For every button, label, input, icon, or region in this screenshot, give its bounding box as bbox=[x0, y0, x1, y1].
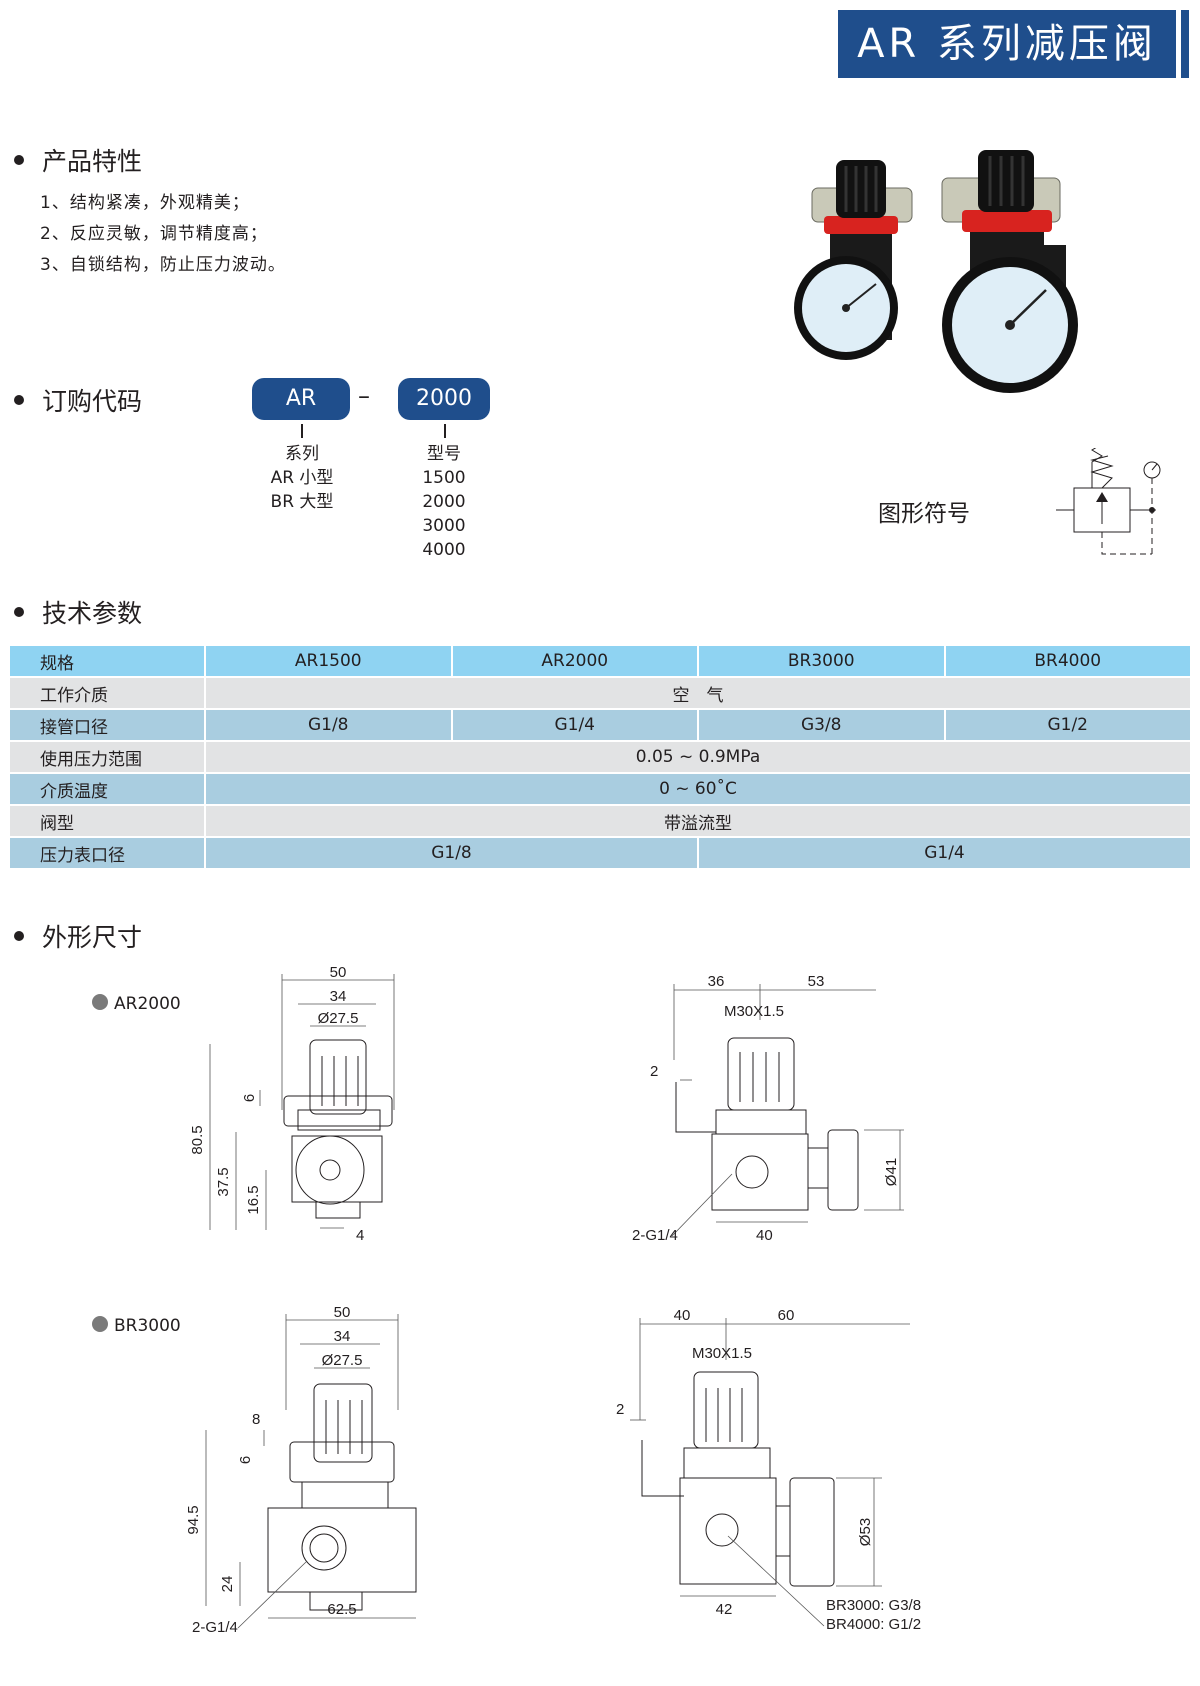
ar2000-model-label: AR2000 bbox=[92, 994, 181, 1014]
ar2000-front-drawing: 50 34 Ø27.5 80.5 37.5 16.5 6 4 bbox=[189, 964, 395, 1244]
dim-label: 94.5 bbox=[185, 1505, 202, 1534]
dim-label: M30X1.5 bbox=[724, 1003, 784, 1020]
feature-item: 1、结构紧凑，外观精美； bbox=[40, 193, 250, 213]
dim-label: 2-G1/4 bbox=[632, 1227, 678, 1244]
series-option: AR 小型 bbox=[270, 468, 334, 488]
dim-label: 24 bbox=[219, 1576, 236, 1593]
row-label: 阀型 bbox=[10, 806, 204, 836]
table-cell: G1/2 bbox=[945, 710, 1190, 740]
dim-label: 40 bbox=[756, 1227, 773, 1244]
table-cell: G3/8 bbox=[699, 710, 944, 740]
table-row: 接管口径 G1/8 G1/4 G3/8 G1/2 bbox=[10, 710, 1190, 740]
row-label: 工作介质 bbox=[10, 678, 204, 708]
dim-label: 37.5 bbox=[215, 1167, 232, 1196]
model-option: 1500 bbox=[422, 468, 466, 488]
dim-label: 34 bbox=[334, 1328, 351, 1345]
br-port-notes: BR3000: G3/8 BR4000: G1/2 bbox=[826, 1596, 921, 1634]
product-photo bbox=[794, 150, 1078, 393]
table-cell: G1/4 bbox=[699, 838, 1190, 868]
model-options: 型号 1500 2000 3000 4000 bbox=[414, 442, 474, 562]
dim-label: Ø53 bbox=[857, 1518, 874, 1546]
dim-label: 50 bbox=[334, 1304, 351, 1321]
dim-label: 40 bbox=[674, 1307, 691, 1324]
table-row: 使用压力范围 0.05 ~ 0.9MPa bbox=[10, 742, 1190, 772]
dim-label: 53 bbox=[808, 973, 825, 990]
ordering-heading: 订购代码 bbox=[14, 382, 142, 418]
table-cell: 空 气 bbox=[206, 678, 1190, 708]
table-row: 阀型 带溢流型 bbox=[10, 806, 1190, 836]
title-accent-bar bbox=[1181, 10, 1189, 78]
row-label: 接管口径 bbox=[10, 710, 204, 740]
dim-label: 34 bbox=[330, 988, 347, 1005]
code-separator: – bbox=[358, 382, 370, 410]
model-tick bbox=[444, 424, 446, 438]
model-option: 3000 bbox=[422, 516, 466, 536]
table-cell: 0.05 ~ 0.9MPa bbox=[206, 742, 1190, 772]
table-header-cell: BR3000 bbox=[699, 646, 944, 676]
dim-label: 16.5 bbox=[245, 1185, 262, 1214]
dim-label: 2 bbox=[650, 1063, 658, 1080]
dim-label: 4 bbox=[356, 1227, 364, 1244]
table-header-row: 规格 AR1500 AR2000 BR3000 BR4000 bbox=[10, 646, 1190, 676]
br3000-front-drawing: 50 34 Ø27.5 94.5 24 8 6 2-G1/4 62.5 bbox=[185, 1304, 417, 1636]
table-row: 介质温度 0 ~ 60˚C bbox=[10, 774, 1190, 804]
dim-label: 8 bbox=[252, 1411, 260, 1428]
dim-label: 2-G1/4 bbox=[192, 1619, 238, 1636]
series-option: BR 大型 bbox=[270, 492, 334, 512]
table-header-cell: AR1500 bbox=[206, 646, 451, 676]
table-row: 压力表口径 G1/8 G1/4 bbox=[10, 838, 1190, 868]
dim-label: 36 bbox=[708, 973, 725, 990]
table-cell: 带溢流型 bbox=[206, 806, 1190, 836]
feature-item: 2、反应灵敏，调节精度高； bbox=[40, 224, 268, 244]
dim-label: Ø27.5 bbox=[322, 1352, 363, 1369]
series-options: 系列 AR 小型 BR 大型 bbox=[262, 442, 342, 514]
page-title: AR 系列减压阀 bbox=[838, 10, 1176, 78]
dim-label: M30X1.5 bbox=[692, 1345, 752, 1362]
series-tick bbox=[301, 424, 303, 438]
ar2000-side-drawing: 36 53 M30X1.5 Ø41 2 2-G1/4 40 bbox=[632, 973, 904, 1244]
model-code-pill: 2000 bbox=[398, 378, 490, 420]
symbol-label: 图形符号 bbox=[878, 501, 970, 527]
br3000-model-label: BR3000 bbox=[92, 1316, 181, 1336]
dim-label: Ø41 bbox=[883, 1158, 900, 1186]
dim-label: 6 bbox=[237, 1456, 254, 1464]
specs-heading: 技术参数 bbox=[14, 594, 142, 630]
row-label: 压力表口径 bbox=[10, 838, 204, 868]
br3000-side-drawing: 40 60 M30X1.5 Ø53 2 42 bbox=[616, 1307, 910, 1627]
row-label: 介质温度 bbox=[10, 774, 204, 804]
table-cell: G1/8 bbox=[206, 838, 697, 868]
table-cell: G1/8 bbox=[206, 710, 451, 740]
br4000-port-note: BR4000: G1/2 bbox=[826, 1616, 922, 1633]
model-title: 型号 bbox=[427, 444, 461, 464]
spec-table: 规格 AR1500 AR2000 BR3000 BR4000 工作介质 空 气 … bbox=[8, 644, 1192, 870]
table-cell: G1/4 bbox=[452, 710, 697, 740]
dim-label: Ø27.5 bbox=[318, 1010, 359, 1027]
dim-label: 2 bbox=[616, 1401, 624, 1418]
regulator-symbol bbox=[1056, 448, 1161, 558]
table-header-cell: 规格 bbox=[10, 646, 204, 676]
br3000-port-note: BR3000: G3/8 bbox=[826, 1597, 922, 1614]
table-header-cell: AR2000 bbox=[452, 646, 697, 676]
dimensions-heading: 外形尺寸 bbox=[14, 918, 142, 954]
dim-label: 62.5 bbox=[327, 1601, 356, 1618]
series-code-pill: AR bbox=[252, 378, 350, 420]
series-title: 系列 bbox=[285, 444, 319, 464]
dim-label: 60 bbox=[778, 1307, 795, 1324]
dim-label: 42 bbox=[716, 1601, 733, 1618]
features-heading: 产品特性 bbox=[14, 142, 142, 178]
model-option: 4000 bbox=[422, 540, 466, 560]
table-header-cell: BR4000 bbox=[945, 646, 1190, 676]
dim-label: 6 bbox=[241, 1094, 258, 1102]
features-list: 1、结构紧凑，外观精美； 2、反应灵敏，调节精度高； 3、自锁结构，防止压力波动… bbox=[40, 188, 286, 281]
dim-label: 80.5 bbox=[189, 1125, 206, 1154]
dim-label: 50 bbox=[330, 964, 347, 981]
table-row: 工作介质 空 气 bbox=[10, 678, 1190, 708]
row-label: 使用压力范围 bbox=[10, 742, 204, 772]
feature-item: 3、自锁结构，防止压力波动。 bbox=[40, 255, 286, 275]
table-cell: 0 ~ 60˚C bbox=[206, 774, 1190, 804]
model-option: 2000 bbox=[422, 492, 466, 512]
